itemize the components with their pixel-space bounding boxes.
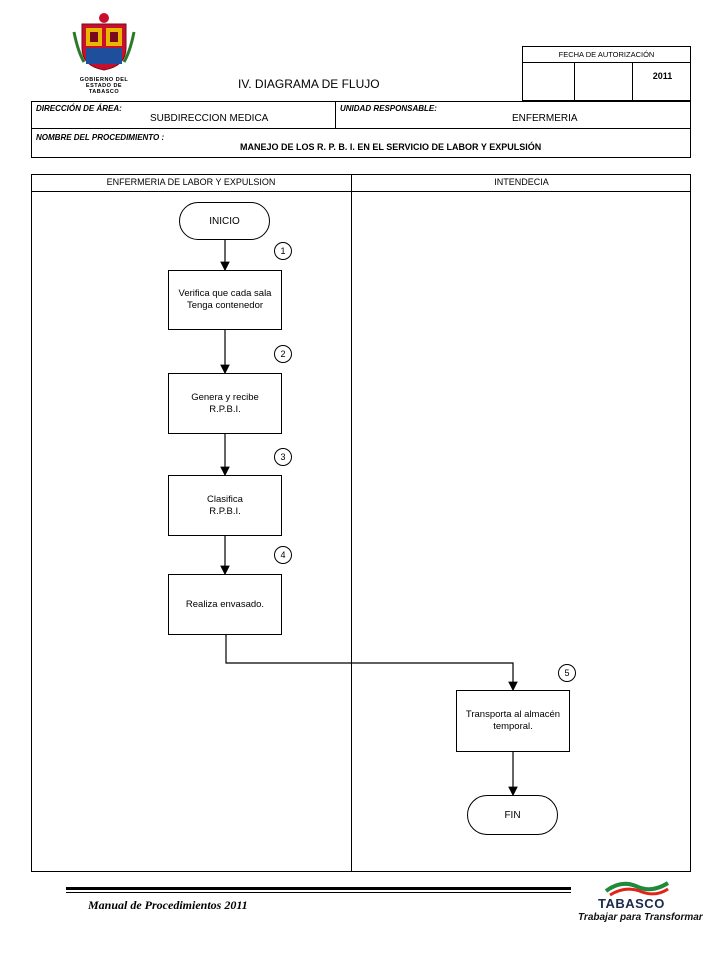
swimlane-header-divider — [31, 191, 691, 192]
procedure-label: NOMBRE DEL PROCEDIMIENTO : — [36, 133, 165, 142]
manual-footer-text: Manual de Procedimientos 2011 — [88, 898, 248, 912]
authorization-box: FECHA DE AUTORIZACIÓN 2011 — [522, 46, 691, 101]
unit-value: ENFERMERIA — [512, 113, 578, 124]
tabasco-swoosh-icon — [604, 881, 670, 897]
step-number-1: 1 — [274, 242, 292, 260]
step-number-2: 2 — [274, 345, 292, 363]
process-step-4: Realiza envasado. — [168, 574, 282, 635]
step-number-3: 3 — [274, 448, 292, 466]
authorization-cell-2 — [575, 63, 633, 100]
area-cell: DIRECCIÓN DE ÁREA: SUBDIRECCION MEDICA — [32, 102, 336, 129]
end-terminator: FIN — [467, 795, 558, 835]
tabasco-logo-word: TABASCO — [598, 896, 665, 911]
coat-of-arms-text-3: TABASCO — [88, 89, 120, 95]
process-step-5: Transporta al almacén temporal. — [456, 690, 570, 752]
swimlane-divider — [351, 174, 352, 872]
tabasco-slogan: Trabajar para Transformar — [578, 912, 703, 923]
start-terminator: INICIO — [179, 202, 270, 240]
footer-rule-thick — [66, 887, 571, 890]
step-number-4: 4 — [274, 546, 292, 564]
process-step-3: Clasifica R.P.B.I. — [168, 475, 282, 536]
procedure-value: MANEJO DE LOS R. P. B. I. EN EL SERVICIO… — [240, 142, 542, 152]
process-step-2: Genera y recibe R.P.B.I. — [168, 373, 282, 434]
unit-label: UNIDAD RESPONSABLE: — [340, 104, 437, 113]
step-number-5: 5 — [558, 664, 576, 682]
info-table: DIRECCIÓN DE ÁREA: SUBDIRECCION MEDICA U… — [31, 101, 691, 158]
process-step-1: Verifica que cada sala Tenga contenedor — [168, 270, 282, 330]
authorization-cell-1 — [523, 63, 575, 100]
swimlane-frame — [31, 174, 691, 872]
footer-rule-thin — [66, 892, 571, 893]
tabasco-logo: TABASCO Trabajar para Transformar — [578, 877, 703, 937]
area-label: DIRECCIÓN DE ÁREA: — [36, 104, 122, 113]
lane-header-right: INTENDECIA — [494, 177, 549, 187]
lane-header-left: ENFERMERIA DE LABOR Y EXPULSION — [106, 177, 276, 187]
authorization-year: 2011 — [652, 71, 673, 81]
coat-of-arms-text-1: GOBIERNO DEL — [79, 77, 129, 83]
coat-of-arms-text-2: ESTADO DE — [85, 83, 123, 89]
page-title: IV. DIAGRAMA DE FLUJO — [238, 77, 380, 91]
area-value: SUBDIRECCION MEDICA — [150, 113, 269, 124]
authorization-label: FECHA DE AUTORIZACIÓN — [523, 47, 690, 63]
coat-of-arms-logo: GOBIERNO DEL ESTADO DE TABASCO — [70, 12, 138, 96]
unit-cell: UNIDAD RESPONSABLE: ENFERMERIA — [336, 102, 690, 129]
